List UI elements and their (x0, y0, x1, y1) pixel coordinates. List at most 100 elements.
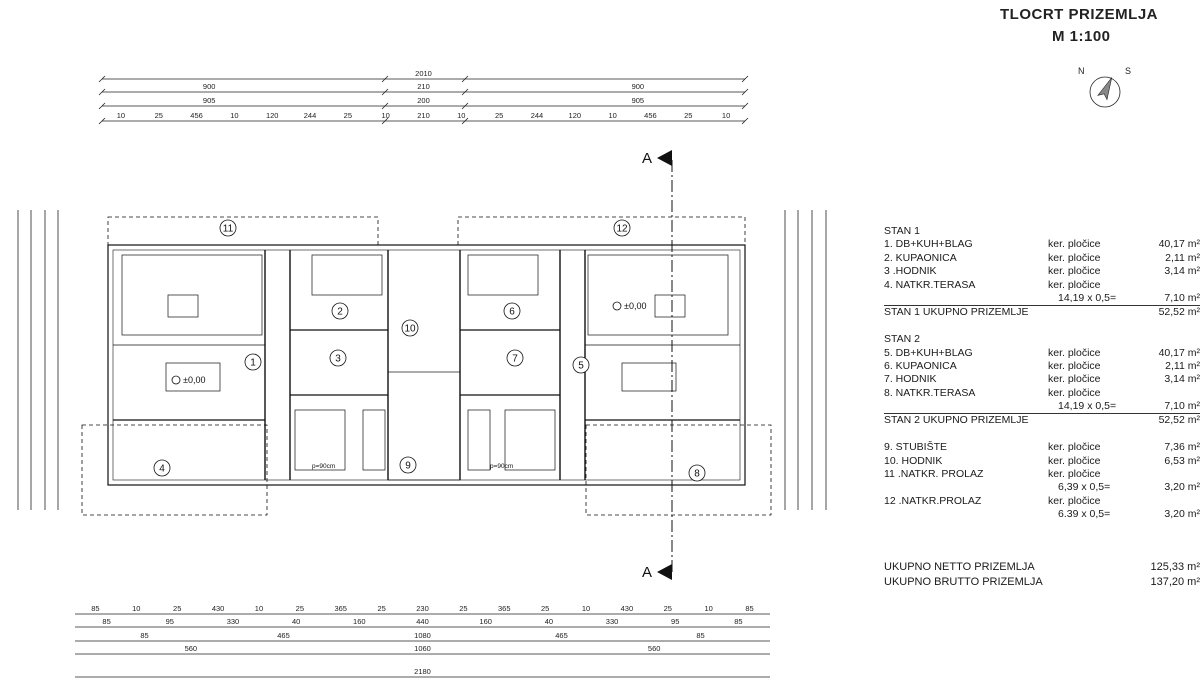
net-total-area: 125,33 m² (1150, 561, 1200, 573)
bot-r4-dim-0: 560 (185, 644, 198, 653)
net-total-label: UKUPNO NETTO PRIZEMLJA (884, 561, 1035, 573)
bot-r2-dim-0: 85 (102, 617, 110, 626)
room-circle-5 (572, 356, 590, 374)
top-r4-dim-11: 244 (531, 111, 544, 120)
top-r4-dim-8: 210 (417, 111, 430, 120)
bot-r1-dim-0: 85 (91, 604, 99, 613)
legend-row-mat: ker. pločice (1048, 278, 1101, 291)
bot-r3-dim-1: 465 (277, 631, 290, 640)
top-r4-dim-10: 25 (495, 111, 503, 120)
bot-r1-dim-14: 25 (664, 604, 672, 613)
dim-tick (461, 117, 469, 125)
bot-r1-dim-2: 25 (173, 604, 181, 613)
dim-tick (381, 88, 389, 96)
area-schedule: STAN 1 1. DB+KUH+BLAG ker. pločice 40,17 m… (884, 225, 1200, 522)
stan1-total-area: 52,52 m² (1158, 306, 1200, 319)
legend-row-name: 7. HODNIK (884, 373, 937, 386)
top-r2-dim-2: 900 (632, 82, 645, 91)
dim-tick (98, 75, 106, 83)
room-number-4: 4 (159, 464, 165, 475)
top-r4-dim-13: 10 (608, 111, 616, 120)
legend-row-name: 10. HODNIK (884, 454, 943, 467)
bot-r1-dim-9: 25 (459, 604, 467, 613)
legend-row-mat: ker. pločice (1048, 251, 1101, 264)
bot-r1-dim-1: 10 (132, 604, 140, 613)
bot-r1-dim-16: 85 (745, 604, 753, 613)
legend-row-mat: ker. pločice (1048, 265, 1101, 278)
dim-tick (98, 117, 106, 125)
legend-row-name: 2. KUPAONICA (884, 251, 957, 264)
bot-r3-dim-4: 85 (696, 631, 704, 640)
legend-row-name: 1. DB+KUH+BLAG (884, 238, 973, 251)
room-number-6: 6 (509, 307, 515, 318)
bot-r2-dim-3: 40 (292, 617, 300, 626)
top-r4-dim-15: 25 (684, 111, 692, 120)
bot-r3-dim-3: 465 (555, 631, 568, 640)
bot-r3-dim-2: 1080 (414, 631, 431, 640)
bot-r5-dim-0: 2180 (414, 667, 431, 676)
dim-tick (381, 117, 389, 125)
legend-row-name: 5. DB+KUH+BLAG (884, 346, 973, 359)
bot-r2-dim-9: 95 (671, 617, 679, 626)
level-marker-1: ±0,00 (183, 375, 205, 385)
stan2-total-label: STAN 2 UKUPNO PRIZEMLJE (884, 414, 1029, 427)
top-r2-dim-0: 900 (203, 82, 216, 91)
svg-text:S: S (1125, 66, 1131, 76)
legend-row-mat: ker. pločice (1048, 373, 1101, 386)
legend-calc: 14,19 x 0,5= (1058, 400, 1117, 413)
dim-tick (741, 75, 749, 83)
stan1-title: STAN 1 (884, 225, 920, 237)
top-r3-dim-0: 905 (203, 96, 216, 105)
room-circle-4 (153, 459, 171, 477)
legend-row-mat: ker. pločice (1048, 238, 1101, 251)
legend-calc-area: 7,10 m² (1164, 400, 1200, 413)
room-number-12: 12 (616, 224, 628, 235)
room-circle-3 (329, 349, 347, 367)
bot-r1-dim-15: 10 (705, 604, 713, 613)
legend-row-mat: ker. pločice (1048, 346, 1101, 359)
window-label-1: p=90cm (312, 463, 335, 470)
room-circle-1 (244, 353, 262, 371)
legend-calc: 14,19 x 0,5= (1058, 291, 1117, 304)
bot-r2-dim-8: 330 (606, 617, 619, 626)
stan2-title: STAN 2 (884, 333, 920, 346)
legend-row-mat: ker. pločice (1048, 454, 1101, 467)
room-circle-7 (506, 349, 524, 367)
top-r4-dim-14: 456 (644, 111, 657, 120)
bot-r3-dim-0: 85 (140, 631, 148, 640)
dim-tick (98, 88, 106, 96)
top-r4-dim-12: 120 (569, 111, 582, 120)
drawing-scale: M 1:100 (1052, 28, 1111, 45)
window-label-2: p=90cm (490, 463, 513, 470)
dim-tick (741, 117, 749, 125)
top-r4-dim-1: 25 (155, 111, 163, 120)
legend-row-mat: ker. pločice (1048, 441, 1101, 454)
section-marker-bottom: A (642, 564, 652, 581)
bot-r1-dim-10: 365 (498, 604, 511, 613)
legend-row-mat: ker. pločice (1048, 386, 1101, 399)
bot-r2-dim-5: 440 (416, 617, 429, 626)
room-number-1: 1 (250, 358, 256, 369)
top-r4-dim-7: 10 (382, 111, 390, 120)
legend-row-area: 40,17 m² (1158, 238, 1200, 251)
top-r4-dim-16: 10 (722, 111, 730, 120)
dim-tick (461, 88, 469, 96)
legend-calc: 6,39 x 0,5= (1058, 481, 1111, 494)
legend-row-area: 7,36 m² (1164, 441, 1200, 454)
bot-r2-dim-4: 160 (353, 617, 366, 626)
room-circle-10 (401, 319, 419, 337)
bot-r2-dim-2: 330 (227, 617, 240, 626)
room-number-7: 7 (512, 354, 518, 365)
top-r4-dim-6: 25 (344, 111, 352, 120)
room-circle-12 (613, 219, 631, 237)
bot-r1-dim-11: 25 (541, 604, 549, 613)
room-number-5: 5 (578, 361, 584, 372)
bot-r1-dim-7: 25 (377, 604, 385, 613)
dim-tick (461, 102, 469, 110)
top-r1-dim-0: 2010 (415, 69, 432, 78)
top-r4-dim-3: 10 (230, 111, 238, 120)
dim-tick (98, 102, 106, 110)
legend-row-mat: ker. pločice (1048, 468, 1101, 481)
bot-r1-dim-13: 430 (621, 604, 634, 613)
